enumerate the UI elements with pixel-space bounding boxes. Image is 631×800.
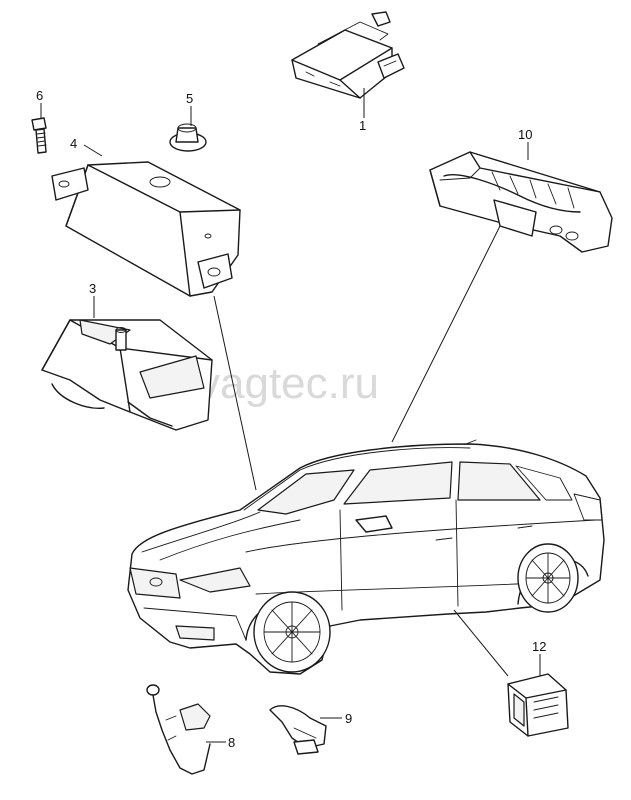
watermark-text: vagtec.ru [198, 359, 379, 408]
leader-4 [83, 144, 103, 157]
callout-10: 10 [518, 127, 532, 142]
leader-4-to-car [213, 295, 257, 491]
part-4-module[interactable] [51, 161, 241, 297]
part-5-nut[interactable] [169, 123, 207, 152]
part-6-bolt[interactable] [31, 117, 47, 154]
callout-12: 12 [532, 639, 546, 654]
callout-9: 9 [345, 711, 352, 726]
callout-3: 3 [89, 281, 96, 296]
part-1-control-unit[interactable] [291, 11, 405, 99]
part-3-sensor-unit[interactable] [41, 319, 213, 431]
callout-5: 5 [186, 91, 193, 106]
leader-12-to-car [453, 609, 509, 677]
callout-8: 8 [228, 735, 235, 750]
leader-10-to-car [391, 225, 501, 443]
callout-4: 4 [70, 136, 77, 151]
callout-1: 1 [359, 118, 366, 133]
car-illustration [127, 439, 605, 675]
part-12-switch[interactable] [507, 673, 569, 737]
part-8-sensor-cable[interactable] [146, 684, 211, 775]
callout-6: 6 [36, 88, 43, 103]
part-10-bracket[interactable] [429, 151, 613, 253]
part-9-clip[interactable] [269, 705, 327, 755]
